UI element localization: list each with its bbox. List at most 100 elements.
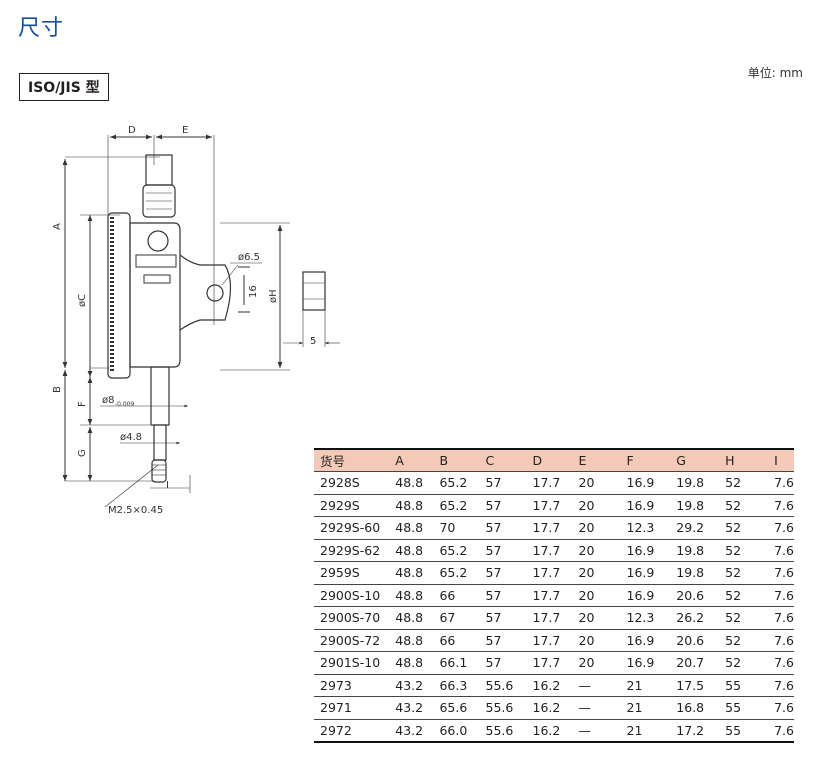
stem-label: ø8	[102, 395, 114, 406]
table-cell: 48.8	[389, 651, 434, 675]
table-cell: 52	[719, 471, 769, 495]
table-cell: 2971	[314, 696, 390, 720]
table-cell: 7.6	[768, 539, 794, 562]
unit-label: 单位: mm	[747, 66, 803, 80]
table-cell: 66.0	[433, 719, 480, 743]
table-cell: 20	[572, 471, 621, 495]
table-cell: 7.6	[768, 516, 794, 540]
table-cell: 20	[572, 539, 621, 562]
table-cell: 20	[572, 494, 621, 517]
col-f: F	[620, 448, 671, 472]
table-cell: 20.7	[670, 651, 720, 675]
table-cell: 57	[479, 606, 527, 630]
table-cell: 17.7	[526, 629, 573, 652]
col-h: H	[719, 448, 769, 472]
col-i: I	[768, 448, 794, 472]
table-cell: 16.2	[526, 674, 573, 697]
table-cell: 43.2	[389, 719, 434, 743]
table-cell: 52	[719, 494, 769, 517]
table-cell: —	[572, 719, 621, 743]
table-cell: 20	[572, 584, 621, 607]
table-cell: 7.6	[768, 719, 794, 743]
table-cell: 7.6	[768, 561, 794, 585]
table-cell: 17.7	[526, 606, 573, 630]
table-cell: 55	[719, 696, 769, 720]
table-cell: 67	[433, 606, 480, 630]
table-cell: 2973	[314, 674, 390, 697]
table-cell: 19.8	[670, 539, 720, 562]
table-cell: 52	[719, 606, 769, 630]
table-cell: 17.7	[526, 516, 573, 540]
table-cell: 19.8	[670, 494, 720, 517]
table-cell: 2928S	[314, 471, 390, 495]
col-b: B	[433, 448, 480, 472]
table-cell: 16.9	[620, 629, 671, 652]
table-cell: 65.2	[433, 539, 480, 562]
table-cell: 52	[719, 651, 769, 675]
table-cell: 2900S-70	[314, 606, 390, 630]
table-cell: 57	[479, 494, 527, 517]
table-cell: 57	[479, 516, 527, 540]
table-cell: 52	[719, 561, 769, 585]
table-cell: 21	[620, 719, 671, 743]
table-cell: 55.6	[479, 719, 527, 743]
table-cell: 17.7	[526, 494, 573, 517]
table-cell: 19.8	[670, 561, 720, 585]
table-cell: 52	[719, 516, 769, 540]
table-cell: 7.6	[768, 629, 794, 652]
table-cell: —	[572, 696, 621, 720]
table-cell: 16.9	[620, 539, 671, 562]
table-cell: 2929S-62	[314, 539, 390, 562]
table-cell: 2900S-72	[314, 629, 390, 652]
table-cell: 55.6	[479, 674, 527, 697]
table-cell: 17.7	[526, 471, 573, 495]
col-c: C	[479, 448, 527, 472]
table-cell: 2959S	[314, 561, 390, 585]
table-cell: 2900S-10	[314, 584, 390, 607]
table-cell: 7.6	[768, 494, 794, 517]
table-cell: 7.6	[768, 696, 794, 720]
table-cell: 48.8	[389, 471, 434, 495]
table-header-row: 货号 A B C D E F G H I	[314, 448, 794, 472]
hole-label: ø6.5	[238, 252, 260, 263]
table-cell: 52	[719, 584, 769, 607]
table-cell: 48.8	[389, 539, 434, 562]
table-cell: 17.7	[526, 539, 573, 562]
table-cell: 2929S-60	[314, 516, 390, 540]
table-cell: 7.6	[768, 471, 794, 495]
stem-tolerance: -0.009	[115, 401, 135, 408]
table-cell: 65.2	[433, 471, 480, 495]
dim-a-label: A	[52, 223, 63, 230]
table-cell: 43.2	[389, 674, 434, 697]
col-e: E	[572, 448, 621, 472]
dim-d-label: D	[128, 125, 136, 136]
table-cell: 16.2	[526, 719, 573, 743]
table-cell: —	[572, 674, 621, 697]
table-cell: 65.2	[433, 561, 480, 585]
table-cell: 16.9	[620, 471, 671, 495]
table-cell: 66	[433, 584, 480, 607]
table-cell: 21	[620, 696, 671, 720]
table-cell: 12.3	[620, 516, 671, 540]
table-cell: 16.9	[620, 561, 671, 585]
table-cell: 57	[479, 651, 527, 675]
col-a: A	[389, 448, 434, 472]
table-cell: 20	[572, 606, 621, 630]
dim-h-label: øH	[268, 289, 279, 303]
table-cell: 57	[479, 561, 527, 585]
table-cell: 48.8	[389, 584, 434, 607]
table-cell: 66.1	[433, 651, 480, 675]
table-cell: 2972	[314, 719, 390, 743]
table-cell: 55	[719, 674, 769, 697]
table-cell: 20	[572, 629, 621, 652]
table-cell: 16.9	[620, 494, 671, 517]
